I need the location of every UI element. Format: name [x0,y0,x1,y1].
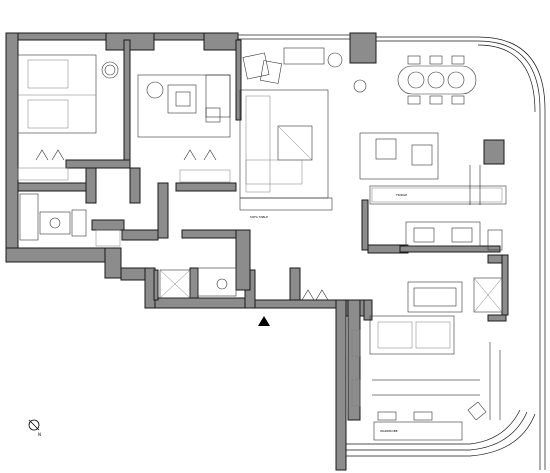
kitchen: FRIDGE [359,132,507,205]
compass-label: N [38,432,41,437]
bath-1 [19,193,121,247]
bedroom-1 [17,54,119,181]
entry-marker-icon [258,316,270,326]
master-bedroom: WARDROBE [351,315,501,441]
wardrobe-label: WARDROBE [380,429,398,433]
bedroom-2 [137,74,231,183]
dining-area [353,55,477,105]
living-area: SOFA TABLE [239,47,343,219]
hall [159,267,329,326]
interior-walls [17,39,509,421]
compass-icon: N [28,419,41,437]
sofa-table-label: SOFA TABLE [250,215,268,219]
master-bath [405,221,503,313]
exterior-walls [5,32,546,471]
fridge-label: FRIDGE [396,193,407,197]
